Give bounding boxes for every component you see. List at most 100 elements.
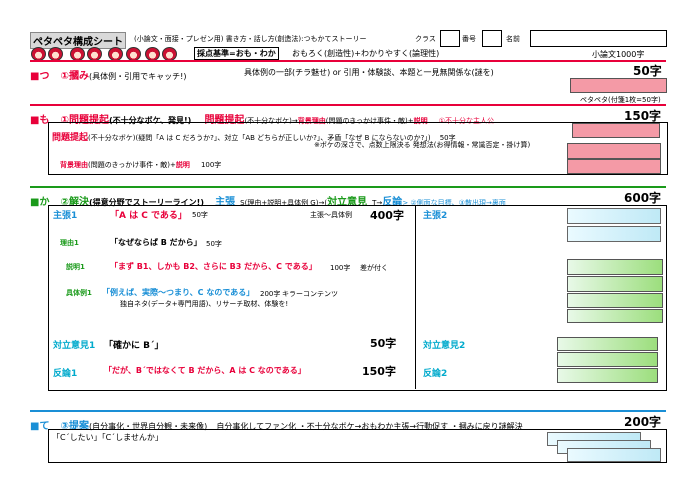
solution-frame	[48, 205, 667, 391]
sticky-note-slot[interactable]	[567, 309, 663, 323]
section-title: ①摑み	[60, 71, 90, 82]
character-icon	[48, 47, 63, 61]
sheet-subtitle: (小論文・面接・プレゼン用) 書き方・話し方(創造法):つもかてストーリー	[134, 35, 367, 43]
rebut1-count: 150字	[362, 365, 396, 378]
proposal-frame	[48, 429, 667, 463]
main-character: ①不十分な主人公	[438, 117, 494, 125]
counter1-label: 対立意見1	[53, 341, 96, 351]
example1-note2: 独自ネタ(データ+専門用語)、リサーチ取材、体験を!	[120, 300, 289, 308]
section-divider	[30, 186, 666, 188]
explain1-note: 差が付く	[360, 264, 388, 272]
section-desc: (得意分野でストーリーライン!)	[89, 198, 204, 207]
rebut1-text: 「だが、B´ではなくて B だから、A は C なのである」	[104, 366, 306, 375]
sticky-note-slot[interactable]	[567, 448, 661, 462]
sticky-note-slot[interactable]	[572, 123, 660, 138]
char-count: 200字	[624, 415, 662, 429]
number-field[interactable]	[482, 30, 502, 47]
rebuttal-label: 反論	[382, 197, 403, 208]
sticky-note-slot[interactable]	[570, 78, 667, 93]
character-icon	[87, 47, 102, 61]
rebuttal-extra: > ②側面な目標、③散出現→裏面	[402, 199, 506, 207]
section-ka-header: ■か ②解決(得意分野でストーリーライン!) 主張 S(理由+説明+具体例 G)…	[30, 190, 506, 209]
example1-text: 「例えば、実際〜つまり、C なのである」	[102, 288, 255, 297]
class-field[interactable]	[440, 30, 460, 47]
claim-formula: S(理由+説明+具体例 G)→(	[240, 199, 328, 207]
scoring-criteria-detail: おもろく(創造性)+わかりやすく(論理性)	[292, 49, 440, 58]
sticky-note-slot[interactable]	[557, 352, 658, 367]
sticky-note-slot[interactable]	[567, 226, 661, 242]
section-marker: ■つ	[30, 71, 50, 82]
section-desc: (具体例・引用でキャッチ!)	[89, 72, 187, 81]
section-title: ①問題提起	[60, 115, 110, 126]
explain-label: 説明	[175, 161, 190, 169]
problem-note: ※ボケの深さで、点数上限決る 発想法(お得情報・常識否定・掛け算)	[314, 141, 531, 149]
counter-label: 対立意見	[327, 197, 368, 208]
essay-length: 小論文1000字	[592, 50, 645, 59]
char-count: 150字	[624, 109, 662, 123]
problem-count: 50字	[439, 134, 456, 142]
character-icon	[162, 47, 177, 61]
section-divider	[30, 104, 666, 106]
problem-frame	[48, 122, 668, 175]
sticky-note-slot[interactable]	[567, 208, 661, 224]
proposal-quote: 「C´したい」「C´しませんか」	[52, 433, 163, 442]
section-title: ②解決	[60, 197, 90, 208]
section-divider	[30, 60, 666, 62]
section-mo-header: ■も ①問題提起(不十分なボケ、発見!) 問題提起(不十分なボケ)→背景理由(問…	[30, 108, 494, 127]
problem-label: 問題提起	[52, 133, 89, 143]
rebut2-label: 反論2	[423, 369, 448, 379]
section-detail: 自分事化してファン化 ・不十分なボケ→おもわか主張→行動促す ・摑みに戻り謎解決	[216, 422, 523, 431]
number-label: 番号	[462, 35, 476, 43]
background-count: 100字	[200, 161, 222, 169]
problem-row-1: 問題提起(不十分なボケ)(疑問「A は C だろうか?」、対立「AB どちらが正…	[52, 125, 456, 144]
char-count: 600字	[624, 191, 662, 205]
counter1-count: 50字	[370, 337, 397, 350]
background-desc: (問題のきっかけ事件・敵)+	[88, 161, 176, 169]
section-title: ③提案	[60, 421, 90, 432]
explain1-count: 100字	[330, 264, 351, 272]
character-icon	[31, 47, 46, 61]
sticky-note-slot[interactable]	[567, 293, 663, 308]
reason1-text: 「なぜならば B だから」	[110, 238, 202, 247]
reason1-label: 理由1	[60, 239, 79, 247]
counter-t: T→	[372, 199, 383, 207]
background-row: 背景理由(問題のきっかけ事件・敵)+説明 100字	[60, 152, 221, 171]
name-label: 名前	[506, 35, 520, 43]
section-desc: (自分事化・世界自分観・未来像)	[89, 422, 208, 431]
claim-label: 主張	[215, 197, 236, 208]
character-icon	[70, 47, 85, 61]
sticky-note-slot[interactable]	[567, 159, 661, 174]
character-icon	[145, 47, 160, 61]
section-marker: ■か	[30, 197, 50, 208]
section-detail: 具体例の一部(チラ魅せ) or 引用・体験談、本題と一見無関係な(謎を)	[244, 68, 494, 77]
name-field[interactable]	[530, 30, 667, 47]
sticky-note-legend: ペタペタ(付箋1枚=50字)	[580, 96, 661, 104]
section-te-header: ■て ③提案(自分事化・世界自分観・未来像) 自分事化してファン化 ・不十分なボ…	[30, 414, 523, 433]
problem-desc: (不十分なボケ)→	[244, 117, 298, 125]
claim1-note: 主張〜具体例	[310, 211, 352, 219]
example1-label: 具体例1	[66, 289, 92, 297]
sticky-note-slot[interactable]	[567, 143, 661, 159]
claim2-label: 主張2	[423, 211, 448, 221]
explain1-text: 「まず B1、しかも B2、さらに B3 だから、C である」	[110, 262, 317, 271]
claim1-note-count: 400字	[370, 209, 404, 222]
claim1-text: 「A は C である」	[110, 211, 187, 221]
reason1-count: 50字	[206, 240, 222, 248]
character-icon	[108, 47, 123, 61]
problem-text: (不十分なボケ)(疑問「A は C だろうか?」、対立「AB どちらが正しいか?…	[88, 134, 431, 142]
character-icon	[126, 47, 141, 61]
section-desc: (不十分なボケ、発見!)	[109, 116, 192, 125]
background-label: 背景理由	[297, 117, 326, 125]
section-marker: ■も	[30, 115, 50, 126]
rebut1-label: 反論1	[53, 369, 78, 379]
sticky-note-slot[interactable]	[557, 368, 658, 383]
counter1-text: 「確かに B´」	[104, 341, 164, 351]
example1-count: 200字	[260, 290, 281, 298]
sticky-note-slot[interactable]	[567, 259, 663, 275]
claim1-count: 50字	[192, 211, 208, 219]
section-tsu-header: ■つ ①摑み(具体例・引用でキャッチ!)	[30, 64, 186, 83]
sticky-note-slot[interactable]	[557, 337, 658, 351]
sticky-note-slot[interactable]	[567, 276, 663, 292]
counter2-label: 対立意見2	[423, 341, 466, 351]
section-divider	[30, 410, 666, 412]
